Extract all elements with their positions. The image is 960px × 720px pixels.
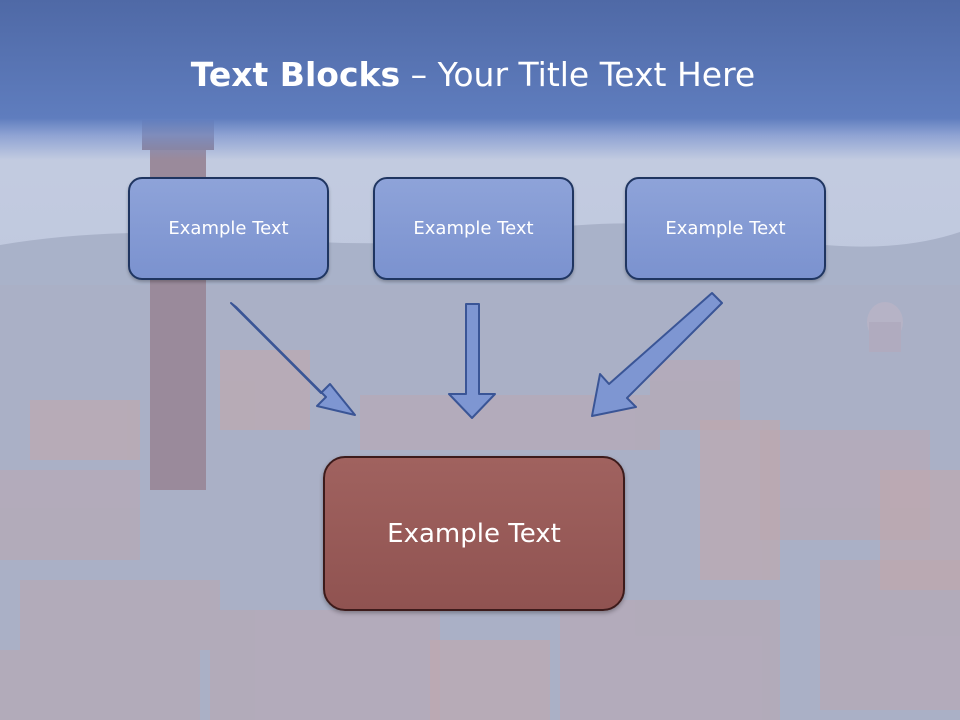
title-bold-part: Text Blocks [190, 55, 401, 94]
arrow-right-diagonal [591, 292, 723, 417]
title-rest: Your Title Text Here [437, 55, 756, 94]
arrow-left-diagonal [230, 302, 356, 416]
text-block-2[interactable]: Example Text [373, 177, 574, 280]
title-band [0, 0, 960, 160]
main-text-block[interactable]: Example Text [323, 456, 625, 611]
text-block-3[interactable]: Example Text [625, 177, 826, 280]
arrow-center-down [448, 303, 496, 419]
text-block-2-label: Example Text [413, 218, 534, 239]
text-block-1[interactable]: Example Text [128, 177, 329, 280]
text-block-3-label: Example Text [665, 218, 786, 239]
title-dash: – [400, 55, 438, 94]
main-text-block-label: Example Text [387, 518, 561, 549]
slide-title: Text Blocks – Your Title Text Here [0, 52, 946, 98]
text-block-1-label: Example Text [168, 218, 289, 239]
